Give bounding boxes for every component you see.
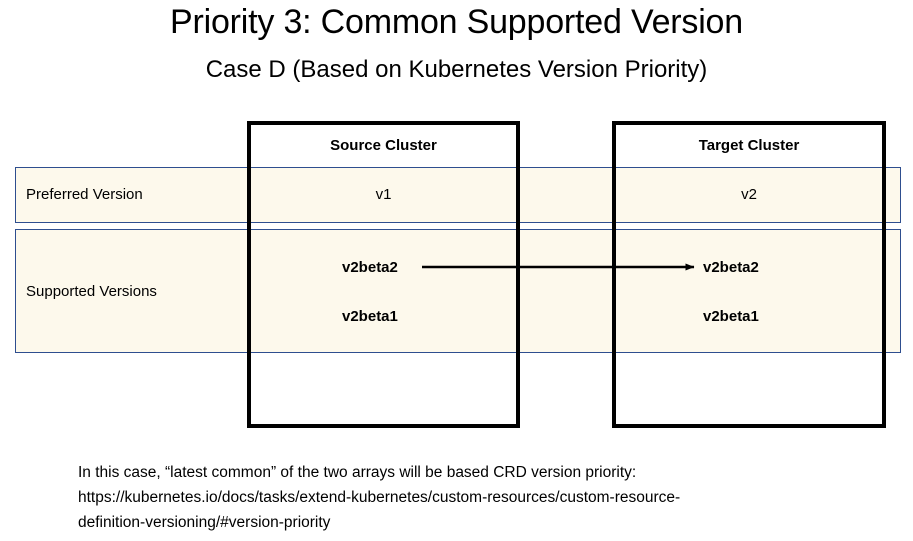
source-cluster-box: Source Cluster (247, 121, 520, 428)
target-preferred-version-value: v2 (741, 186, 757, 203)
table-row-supported-versions: Supported Versions (15, 229, 901, 353)
page-title: Priority 3: Common Supported Version (170, 3, 743, 41)
target-cluster-title: Target Cluster (698, 137, 800, 154)
footnote-line-2: https://kubernetes.io/docs/tasks/extend-… (78, 489, 681, 506)
source-preferred-version-value: v1 (375, 186, 392, 203)
footnote-line-3: definition-versioning/#version-priority (78, 514, 331, 531)
table-row-preferred-version: Preferred Version (15, 167, 901, 223)
source-supported-version-0: v2beta2 (342, 259, 398, 276)
footnote-text: In this case, “latest common” of the two… (78, 460, 838, 535)
row-label-preferred-version: Preferred Version (26, 186, 143, 203)
target-supported-version-1: v2beta1 (703, 308, 759, 325)
source-cluster-title: Source Cluster (330, 137, 437, 154)
target-supported-version-0: v2beta2 (703, 259, 759, 276)
target-cluster-box: Target Cluster (612, 121, 886, 428)
row-label-supported-versions: Supported Versions (26, 283, 157, 300)
page-subtitle: Case D (Based on Kubernetes Version Prio… (205, 56, 708, 83)
source-supported-version-1: v2beta1 (342, 308, 398, 325)
footnote-line-1: In this case, “latest common” of the two… (78, 464, 637, 481)
